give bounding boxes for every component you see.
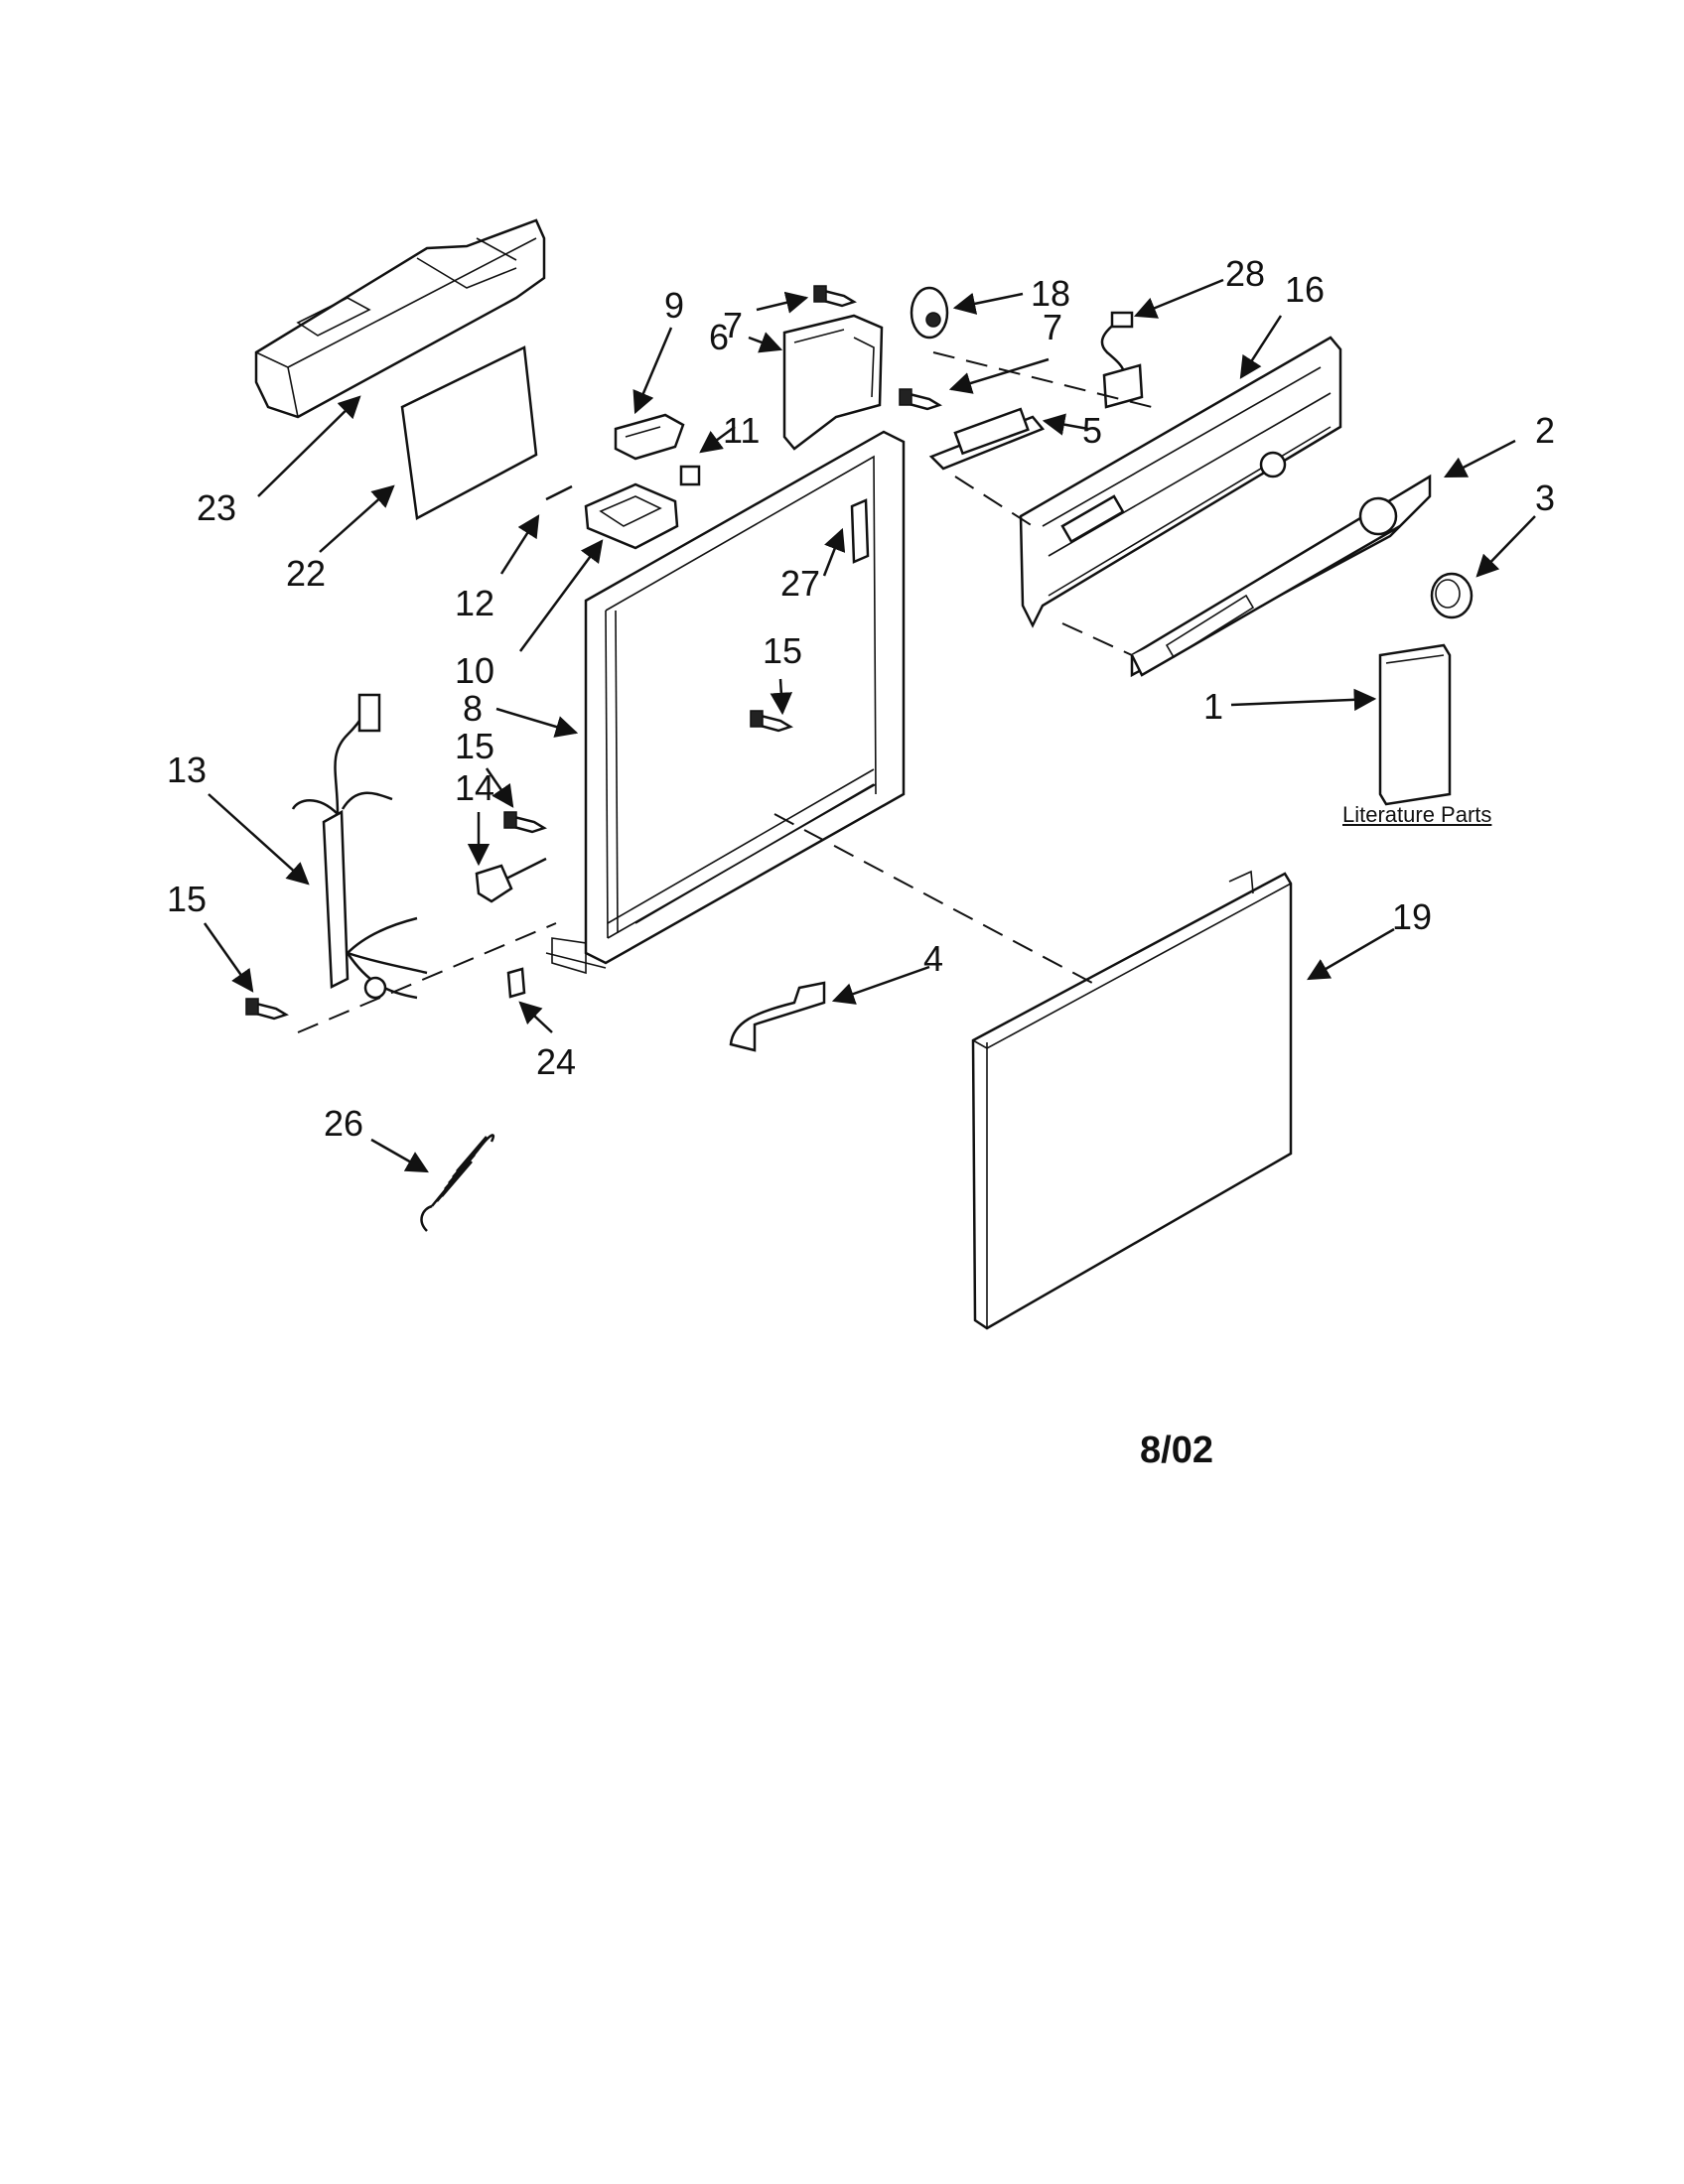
callout-26: 26 (324, 1103, 364, 1144)
part-6-control-housing (782, 314, 884, 451)
part-15-screw-center (750, 710, 793, 733)
part-13-harness (291, 693, 428, 1000)
callout-7b: 7 (1043, 307, 1063, 347)
part-5-bracket (928, 407, 1046, 471)
callout-15-center: 15 (763, 630, 803, 671)
callout-28: 28 (1225, 253, 1266, 294)
part-2-surround (1130, 474, 1432, 678)
part-10-strike (584, 482, 679, 550)
callout-12: 12 (455, 583, 495, 623)
part-9-latch (614, 413, 685, 461)
callout-5: 5 (1082, 410, 1103, 451)
part-7-screw-a (813, 285, 857, 308)
part-16-console (1019, 336, 1342, 628)
callout-24: 24 (536, 1041, 577, 1082)
part-8-inner-door (545, 430, 906, 975)
callout-8: 8 (463, 688, 484, 729)
callout-3: 3 (1535, 478, 1556, 518)
callout-16: 16 (1285, 269, 1326, 310)
callout-4: 4 (923, 938, 944, 979)
callout-19: 19 (1392, 896, 1433, 937)
callout-1: 1 (1203, 686, 1224, 727)
leader-lines (203, 278, 1536, 1173)
alignment-lines (297, 351, 1153, 1033)
part-14-sensor (475, 857, 547, 903)
callout-13: 13 (167, 750, 208, 790)
part-26-spring (420, 1134, 495, 1232)
callout-2: 2 (1535, 410, 1556, 451)
callout-11: 11 (723, 410, 761, 451)
part-28-harness (1100, 311, 1144, 409)
part-18-dial (910, 286, 949, 340)
part-4-hinge-clip (729, 981, 826, 1052)
part-22-panel (400, 345, 538, 520)
callout-6: 6 (709, 317, 730, 357)
part-27-bracket (850, 498, 870, 564)
part-1-literature (1378, 643, 1452, 806)
part-12-pin (545, 484, 573, 501)
callout-15-left: 15 (455, 726, 495, 766)
callout-18: 18 (1031, 273, 1071, 314)
callout-15-bottom: 15 (167, 879, 208, 919)
part-15-screw-bottom (245, 998, 289, 1021)
part-3-knob (1430, 572, 1474, 619)
part-24-clip (506, 967, 526, 999)
literature-parts-label: Literature Parts (1342, 802, 1492, 827)
part-11-switch (679, 465, 701, 486)
callout-10: 10 (455, 650, 495, 691)
callout-22: 22 (286, 553, 327, 594)
part-23-housing (254, 218, 546, 419)
part-7-screw-b (899, 388, 942, 411)
part-15-screw-left (503, 811, 547, 834)
callout-9: 9 (664, 285, 685, 326)
callout-14: 14 (455, 767, 495, 808)
callout-27: 27 (780, 563, 821, 604)
part-19-outer-door (971, 870, 1293, 1330)
callout-7a: 7 (723, 305, 744, 345)
callout-23: 23 (197, 487, 237, 528)
date-code: 8/02 (1140, 1430, 1213, 1471)
